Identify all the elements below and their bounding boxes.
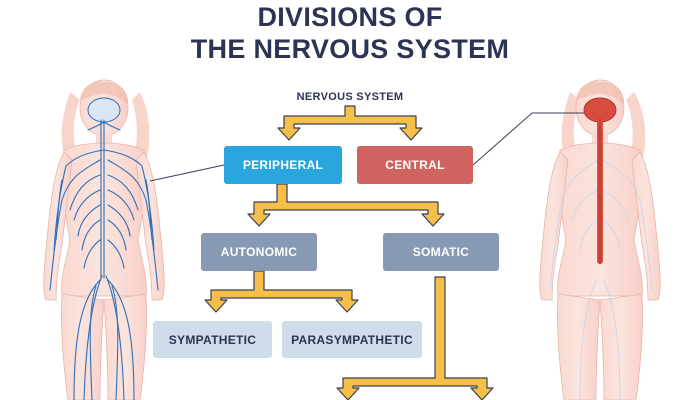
node-autonomic: AUTONOMIC — [201, 233, 317, 271]
arrow-peripheral-split — [247, 183, 445, 227]
connector-arrows — [204, 105, 494, 400]
node-somatic-label: SOMATIC — [412, 245, 470, 259]
node-peripheral: PERIPHERAL — [224, 146, 342, 184]
diagram-title-line-1: DIVISIONS OF — [257, 2, 443, 32]
node-autonomic-label: AUTONOMIC — [220, 245, 298, 259]
diagram-title-line-2: THE NERVOUS SYSTEM — [190, 34, 510, 64]
arrow-somatic-split — [336, 276, 494, 400]
arrow-autonomic-split — [204, 270, 359, 313]
node-sympathetic-label: SYMPATHETIC — [168, 332, 257, 347]
node-central-label: CENTRAL — [385, 158, 445, 172]
right-body-figure — [472, 79, 661, 400]
node-peripheral-label: PERIPHERAL — [242, 158, 324, 172]
node-parasympathetic-label: PARASYMPATHETIC — [291, 332, 413, 347]
node-central: CENTRAL — [357, 146, 473, 184]
node-parasympathetic: PARASYMPATHETIC — [282, 321, 422, 358]
node-somatic: SOMATIC — [383, 233, 499, 271]
central-pointer-line — [472, 112, 584, 166]
peripheral-pointer-line — [149, 164, 225, 182]
node-sympathetic: SYMPATHETIC — [153, 321, 272, 358]
root-node-label: NERVOUS SYSTEM — [296, 91, 404, 103]
arrow-root-split — [277, 105, 423, 141]
left-body-figure — [43, 79, 225, 400]
